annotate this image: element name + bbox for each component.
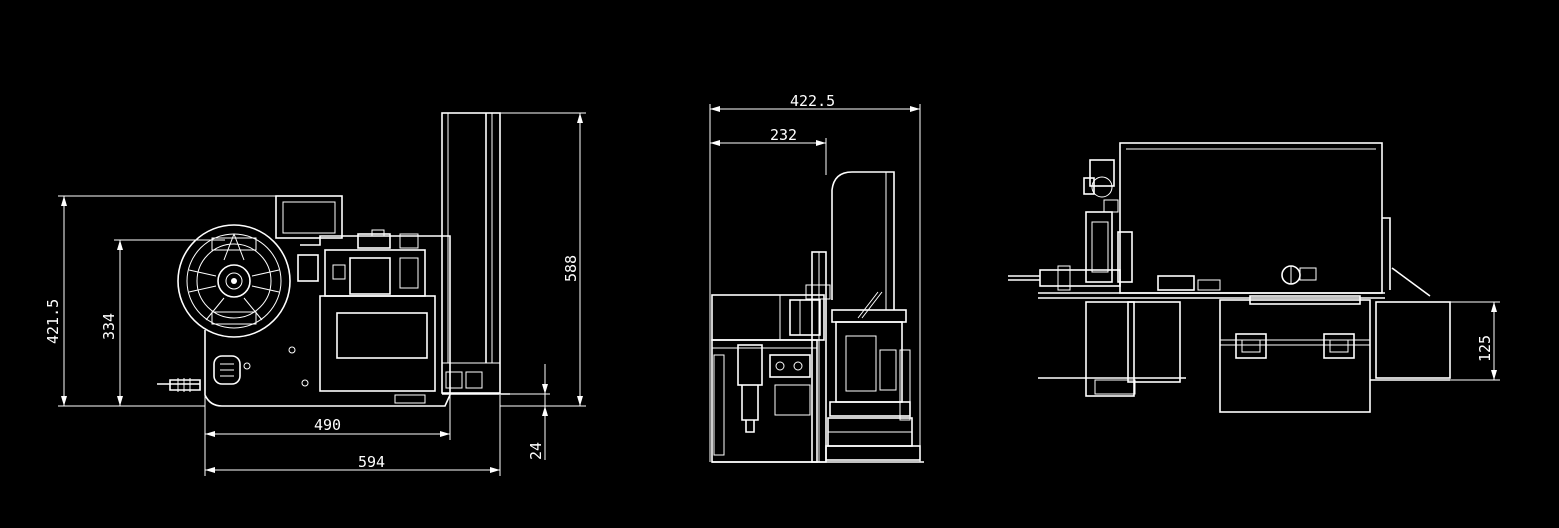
dimension-height-reel: 334 [100,239,225,407]
dim-label-422-5: 422.5 [790,92,835,110]
dim-label-334: 334 [100,313,118,340]
dimension-height-top: 125 [1450,301,1500,381]
dim-label-490: 490 [314,416,341,434]
dimension-width-total: 594 [205,395,501,476]
dim-label-125: 125 [1476,335,1494,362]
front-machine [157,112,510,407]
dimension-foot: 24 [500,364,550,460]
top-view: 125 [1008,142,1500,413]
top-machine [1008,142,1451,413]
dimension-height-total: 421.5 [44,195,278,407]
dimension-width-partial-side: 232 [710,126,827,175]
dimension-width-total-side: 422.5 [709,92,921,462]
side-machine [711,171,924,463]
dim-label-24: 24 [527,442,545,460]
dim-label-588: 588 [562,255,580,282]
front-view: 421.5 334 588 490 [44,112,586,476]
dim-label-594: 594 [358,453,385,471]
dim-label-421-5: 421.5 [44,299,62,344]
side-view: 422.5 232 [709,92,924,463]
dim-label-232: 232 [770,126,797,144]
dimension-height-tower: 588 [500,112,586,407]
dimension-width-base: 490 [204,395,451,476]
